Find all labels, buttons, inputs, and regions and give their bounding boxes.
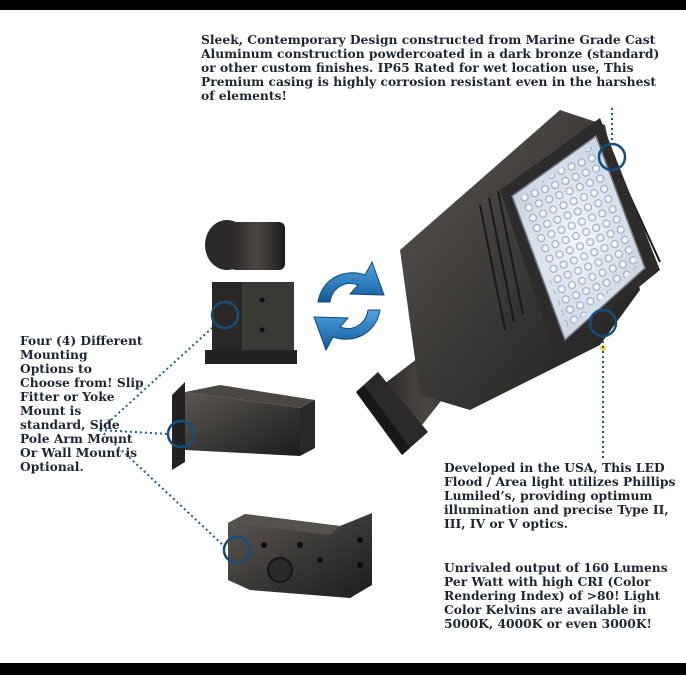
flood-light-fixture: [356, 110, 661, 455]
wall-mount: [228, 513, 372, 598]
light-output-description: Unrivaled output of 160 Lumens Per Watt …: [444, 560, 668, 631]
refresh-arrows-icon: [313, 260, 385, 352]
side-arm-mount: [172, 382, 315, 470]
yoke-mount: [205, 220, 297, 364]
casing-description: Sleek, Contemporary Design constructed f…: [201, 32, 660, 103]
top-border: [0, 0, 686, 10]
callout-circle-icon: [222, 535, 252, 565]
callout-circle-icon: [597, 142, 627, 172]
mounting-options-description: Four (4) Different Mounting Options to C…: [20, 333, 144, 474]
led-source-description: Developed in the USA, This LED Flood / A…: [444, 460, 676, 531]
callout-circle-icon: [166, 419, 196, 449]
callout-circle-icon: [588, 308, 618, 338]
bottom-border: [0, 663, 686, 675]
leader-lines: [99, 108, 613, 547]
callout-circle-icon: [210, 300, 240, 330]
